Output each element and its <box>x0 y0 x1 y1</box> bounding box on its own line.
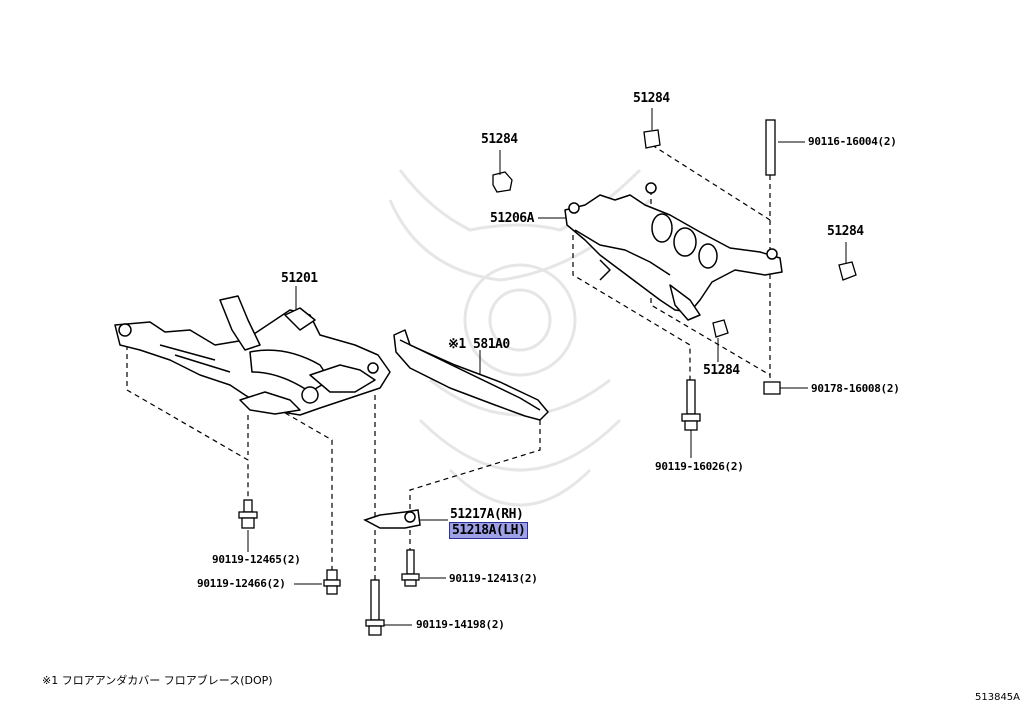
front-crossmember <box>114 295 391 416</box>
fastener-label-bolt-rear: 90119-16026(2) <box>655 460 744 473</box>
fastener-label-bolt-brace: 90119-12413(2) <box>449 572 538 585</box>
fastener-label-bolt-front-b: 90119-12466(2) <box>197 577 286 590</box>
fastener-label-stud-rear: 90116-16004(2) <box>808 135 897 148</box>
part-label-stopper-mid: 51284 <box>703 363 740 378</box>
solid-leaders <box>247 108 847 626</box>
part-label-front-crossmember: 51201 <box>281 271 318 286</box>
fastener-label-bolt-long: 90119-14198(2) <box>416 618 505 631</box>
part-label-stopper-right: 51284 <box>827 224 864 239</box>
part-label-stopper-top: 51284 <box>633 91 670 106</box>
part-label-brace-rh: 51217A(RH) <box>450 507 524 522</box>
footnote: ※1 フロアアンダカバー フロアブレース(DOP) <box>42 674 273 687</box>
diagram-id: 513845A <box>975 692 1021 703</box>
bolts <box>238 119 781 636</box>
part-label-stopper-left: 51284 <box>481 132 518 147</box>
rear-crossmember <box>564 182 783 321</box>
brace-bracket <box>363 509 421 529</box>
stoppers <box>492 129 857 338</box>
fastener-label-bolt-front-a: 90119-12465(2) <box>212 553 301 566</box>
fastener-label-nut-rear: 90178-16008(2) <box>811 382 900 395</box>
part-label-brace-lh-highlighted[interactable]: 51218A(LH) <box>449 522 529 539</box>
part-label-floor-brace: ※1 581A0 <box>448 337 510 352</box>
part-label-rear-crossmember: 51206A <box>490 211 534 226</box>
floor-brace <box>393 329 549 421</box>
